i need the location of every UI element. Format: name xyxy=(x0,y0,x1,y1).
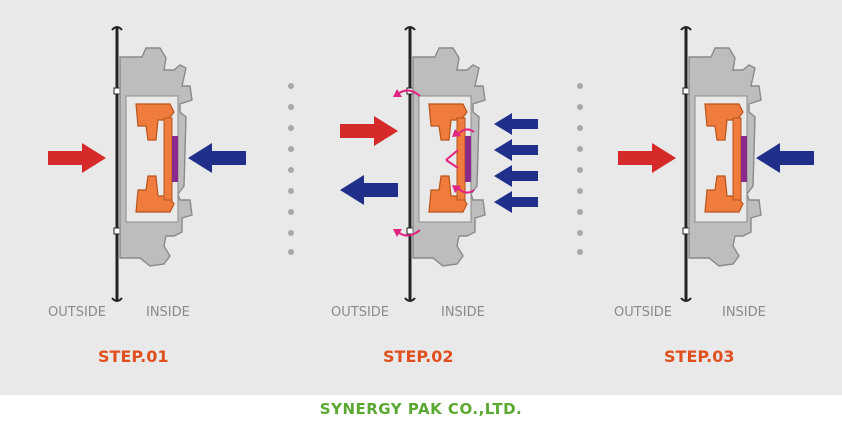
step-1-inside-label: INSIDE xyxy=(146,305,190,320)
step-2-airflow-arrows xyxy=(397,89,475,237)
step-2-inside-pressure-arrow-1 xyxy=(494,113,538,135)
step-2-panel: OUTSIDE INSIDE STEP.02 xyxy=(331,25,538,366)
step-2-outflow-arrow xyxy=(340,175,398,205)
step-2-airflow-arrowheads xyxy=(393,89,461,237)
step-2-inside-pressure-arrow-2 xyxy=(494,139,538,161)
step-1-title: STEP.01 xyxy=(98,347,169,366)
step-2-inside-label: INSIDE xyxy=(441,305,485,320)
step-1-outside-pressure-arrow xyxy=(48,143,106,173)
step-3-title: STEP.03 xyxy=(664,347,735,366)
separator-dots-icon-1 xyxy=(288,83,294,255)
step-3-inside-label: INSIDE xyxy=(722,305,766,320)
step-2-title: STEP.02 xyxy=(383,347,454,366)
step-3-panel: OUTSIDE INSIDE STEP.03 xyxy=(614,25,814,366)
step-1-outside-label: OUTSIDE xyxy=(48,305,106,320)
separator-dots-icon-2 xyxy=(577,83,583,255)
step-3-outside-label: OUTSIDE xyxy=(614,305,672,320)
step-2-outside-label: OUTSIDE xyxy=(331,305,389,320)
step-2-inside-pressure-arrow-4 xyxy=(494,191,538,213)
step-1-panel: OUTSIDE INSIDE STEP.01 xyxy=(48,25,246,366)
diagram-canvas: OUTSIDE INSIDE STEP.01 xyxy=(0,0,842,395)
step-1-housing xyxy=(119,47,193,267)
step-2-inside-pressure-arrow-3 xyxy=(494,165,538,187)
step-3-housing xyxy=(688,47,762,267)
company-footer: SYNERGY PAK CO.,LTD. xyxy=(319,400,523,418)
step-2-outside-pressure-arrow xyxy=(340,116,398,146)
step-3-outside-pressure-arrow xyxy=(618,143,676,173)
step-3-inside-pressure-arrow xyxy=(756,143,814,173)
step-1-inside-pressure-arrow xyxy=(188,143,246,173)
